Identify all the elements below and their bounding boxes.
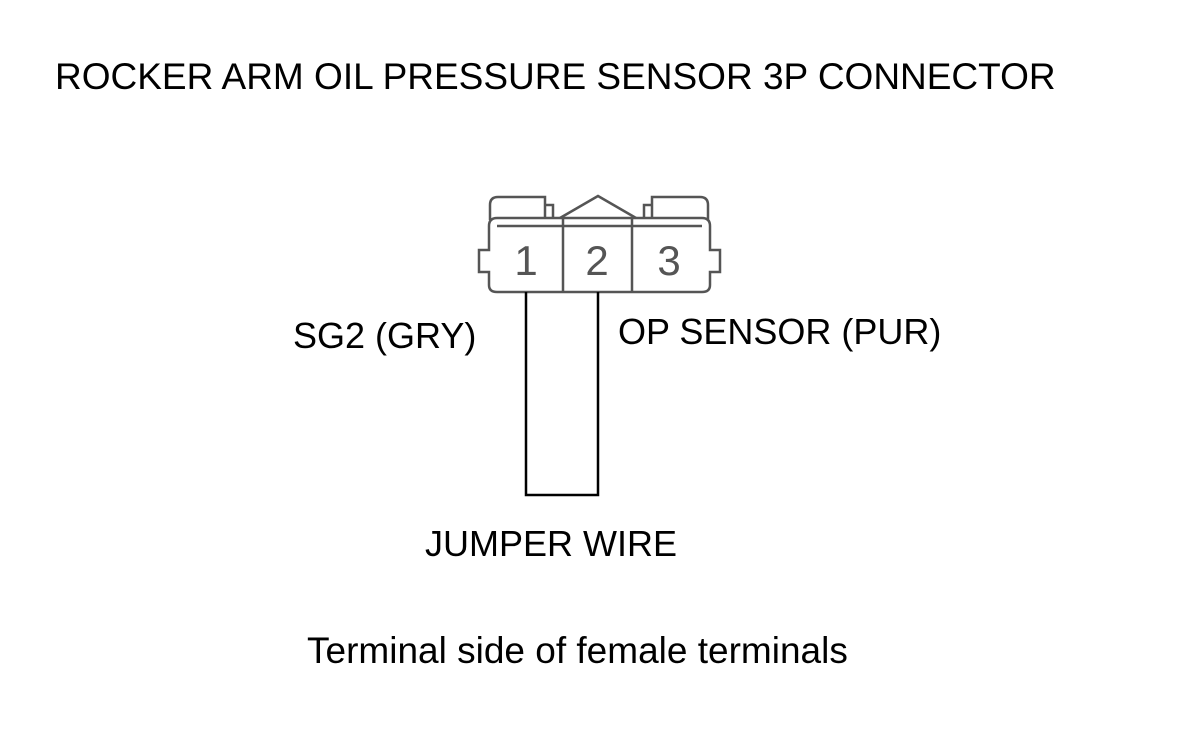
left-latch-tab — [488, 195, 547, 220]
right-latch-tab — [650, 195, 710, 220]
pin-number-2: 2 — [585, 237, 608, 284]
view-caption: Terminal side of female terminals — [307, 630, 848, 671]
diagram-title: ROCKER ARM OIL PRESSURE SENSOR 3P CONNEC… — [55, 56, 1056, 97]
jumper-wire — [524, 292, 600, 497]
connector-body — [477, 216, 722, 294]
pin-number-1: 1 — [514, 237, 537, 284]
jumper-wire-label: JUMPER WIRE — [425, 523, 677, 564]
pin-number-3: 3 — [657, 237, 680, 284]
sg2-wire-label: SG2 (GRY) — [293, 315, 477, 356]
center-key — [559, 194, 637, 220]
op-sensor-wire-label: OP SENSOR (PUR) — [618, 311, 942, 352]
connector-housing — [477, 194, 722, 294]
